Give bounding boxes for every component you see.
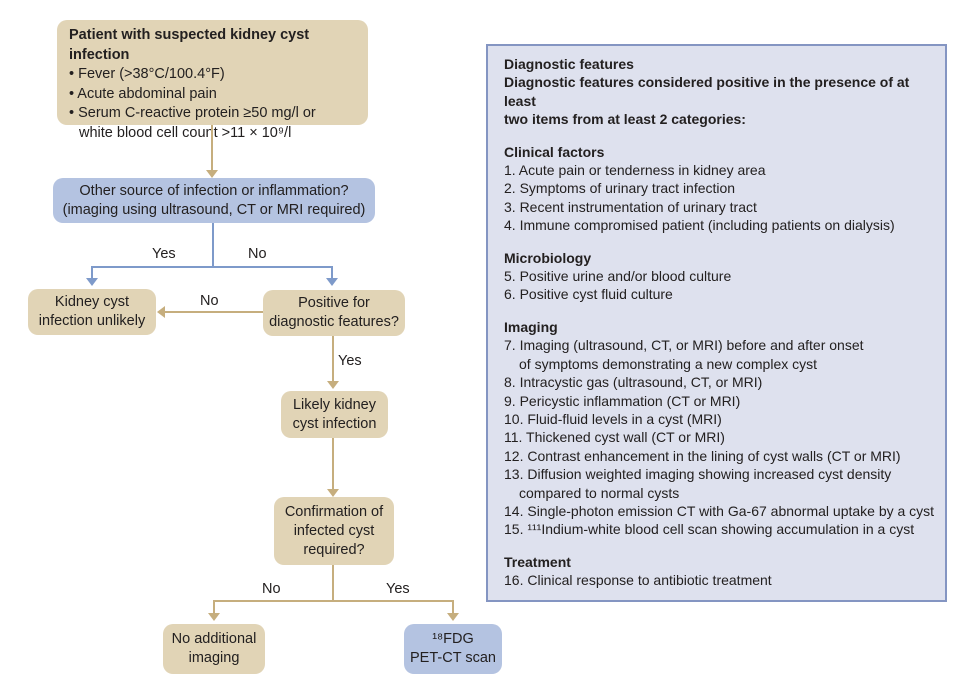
panel-item: 10. Fluid-fluid levels in a cyst (MRI) <box>504 410 722 427</box>
arrowhead-down-icon <box>327 489 339 497</box>
arrowhead-left-icon <box>157 306 165 318</box>
panel-item: 3. Recent instrumentation of urinary tra… <box>504 198 757 215</box>
arrowhead-down-icon <box>326 278 338 286</box>
panel-item: 7. Imaging (ultrasound, CT, or MRI) befo… <box>504 337 864 372</box>
panel-item: 6. Positive cyst fluid culture <box>504 286 673 303</box>
panel-intro: Diagnostic features considered positive … <box>504 74 910 128</box>
outcome-no-additional-imaging: No additional imaging <box>163 624 265 674</box>
branch-label-yes: Yes <box>338 353 362 369</box>
section-clinical-factors: Clinical factors 1. Acute pain or tender… <box>504 143 935 235</box>
connector-branch-yes-drop <box>91 266 93 279</box>
panel-title: Diagnostic features <box>504 56 634 72</box>
connector-branch2-no-drop <box>213 600 215 614</box>
section-heading: Imaging <box>504 318 558 335</box>
arrowhead-down-icon <box>86 278 98 286</box>
branch-label-yes: Yes <box>152 246 176 262</box>
arrowhead-down-icon <box>327 381 339 389</box>
outcome-likely-infection: Likely kidney cyst infection <box>281 391 388 438</box>
panel-item: 14. Single-photon emission CT with Ga-67… <box>504 502 935 519</box>
panel-item: 13. Diffusion weighted imaging showing i… <box>504 466 892 501</box>
connector-decision3-stem <box>332 565 334 602</box>
panel-item: 5. Positive urine and/or blood culture <box>504 268 732 285</box>
panel-item: 15. ¹¹¹Indium-white blood cell scan show… <box>504 521 915 538</box>
start-box-suspected-infection: Patient with suspected kidney cyst infec… <box>57 20 368 141</box>
branch-label-yes: Yes <box>386 581 410 597</box>
section-treatment: Treatment 16. Clinical response to antib… <box>504 553 935 590</box>
decision-confirmation-required: Confirmation of infected cyst required? <box>274 497 394 565</box>
connector-decision3-branch <box>213 600 454 602</box>
panel-item: 9. Pericystic inflammation (CT or MRI) <box>504 392 741 409</box>
section-heading: Microbiology <box>504 249 592 266</box>
panel-item: 2. Symptoms of urinary tract infection <box>504 180 736 197</box>
connector-branch2-yes-drop <box>452 600 454 614</box>
section-microbiology: Microbiology 5. Positive urine and/or bl… <box>504 249 935 304</box>
connector-start-to-decision1 <box>211 125 213 172</box>
panel-item: 11. Thickened cyst wall (CT or MRI) <box>504 429 725 446</box>
criteria-bullet-fever: • Fever (>38°C/100.4°F) <box>69 66 225 82</box>
decision-diagnostic-features: Positive for diagnostic features? <box>263 290 405 336</box>
connector-decision1-stem <box>212 223 214 267</box>
branch-label-no: No <box>248 246 267 262</box>
decision-other-infection-source: Other source of infection or inflammatio… <box>53 178 375 223</box>
panel-item: 1. Acute pain or tenderness in kidney ar… <box>504 162 766 179</box>
connector-decision1-branch <box>92 266 333 268</box>
connector-branch-no-drop <box>331 266 333 279</box>
branch-label-no: No <box>200 293 219 309</box>
diagnostic-features-panel: Diagnostic features Diagnostic features … <box>486 44 947 602</box>
section-heading: Clinical factors <box>504 143 605 160</box>
connector-likely-to-confirmation <box>332 438 334 490</box>
criteria-bullet-pain: • Acute abdominal pain <box>69 85 217 102</box>
section-imaging: Imaging 7. Imaging (ultrasound, CT, or M… <box>504 318 935 539</box>
panel-item: 16. Clinical response to antibiotic trea… <box>504 572 772 589</box>
connector-yes-to-likely <box>332 336 334 382</box>
section-heading: Treatment <box>504 553 571 570</box>
panel-item: 12. Contrast enhancement in the lining o… <box>504 447 901 464</box>
branch-label-no: No <box>262 581 281 597</box>
criteria-bullet-crp-wbc: • Serum C-reactive protein ≥50 mg/l or w… <box>69 105 316 141</box>
outcome-fdg-petct-scan: ¹⁸FDG PET-CT scan <box>404 624 502 674</box>
outcome-infection-unlikely: Kidney cyst infection unlikely <box>28 289 156 335</box>
panel-item: 4. Immune compromised patient (including… <box>504 217 895 234</box>
panel-item: 8. Intracystic gas (ultrasound, CT, or M… <box>504 374 763 391</box>
connector-no-to-unlikely <box>164 311 263 313</box>
arrowhead-down-icon <box>208 613 220 621</box>
start-box-title: Patient with suspected kidney cyst infec… <box>69 27 310 63</box>
arrowhead-down-icon <box>447 613 459 621</box>
arrowhead-down-icon <box>206 170 218 178</box>
